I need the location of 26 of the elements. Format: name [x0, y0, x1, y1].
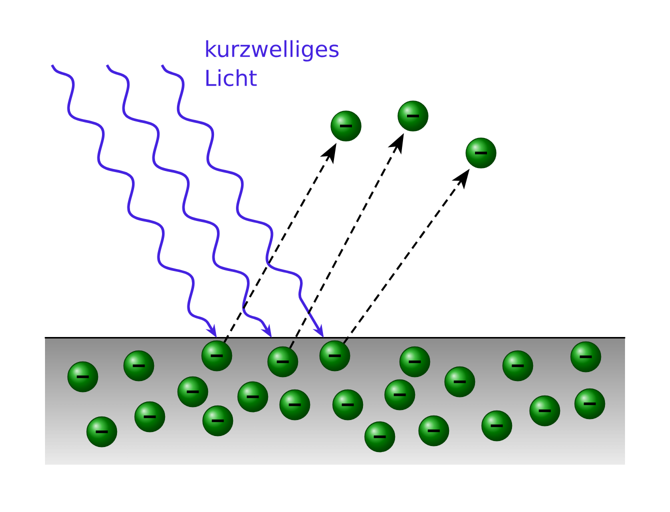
electron	[418, 415, 450, 446]
electron	[279, 389, 310, 420]
electron	[201, 340, 232, 372]
electron	[398, 100, 428, 132]
light-label: kurzwelliges Licht	[206, 40, 339, 86]
electron	[332, 389, 364, 420]
electron	[134, 401, 166, 432]
electron	[444, 366, 476, 398]
electron	[399, 346, 430, 378]
electron	[237, 381, 268, 412]
electron	[267, 346, 298, 378]
electron	[177, 376, 208, 408]
electron	[529, 395, 560, 426]
electron	[364, 421, 396, 452]
electron	[481, 410, 512, 442]
electron	[123, 350, 154, 382]
electron	[86, 416, 118, 448]
electron	[67, 361, 98, 392]
electron	[466, 138, 496, 168]
electron	[202, 405, 234, 436]
electron	[570, 341, 602, 372]
electron	[384, 379, 416, 410]
electron	[574, 388, 606, 420]
electron	[330, 110, 362, 142]
electron	[319, 340, 350, 372]
electron	[502, 350, 534, 382]
